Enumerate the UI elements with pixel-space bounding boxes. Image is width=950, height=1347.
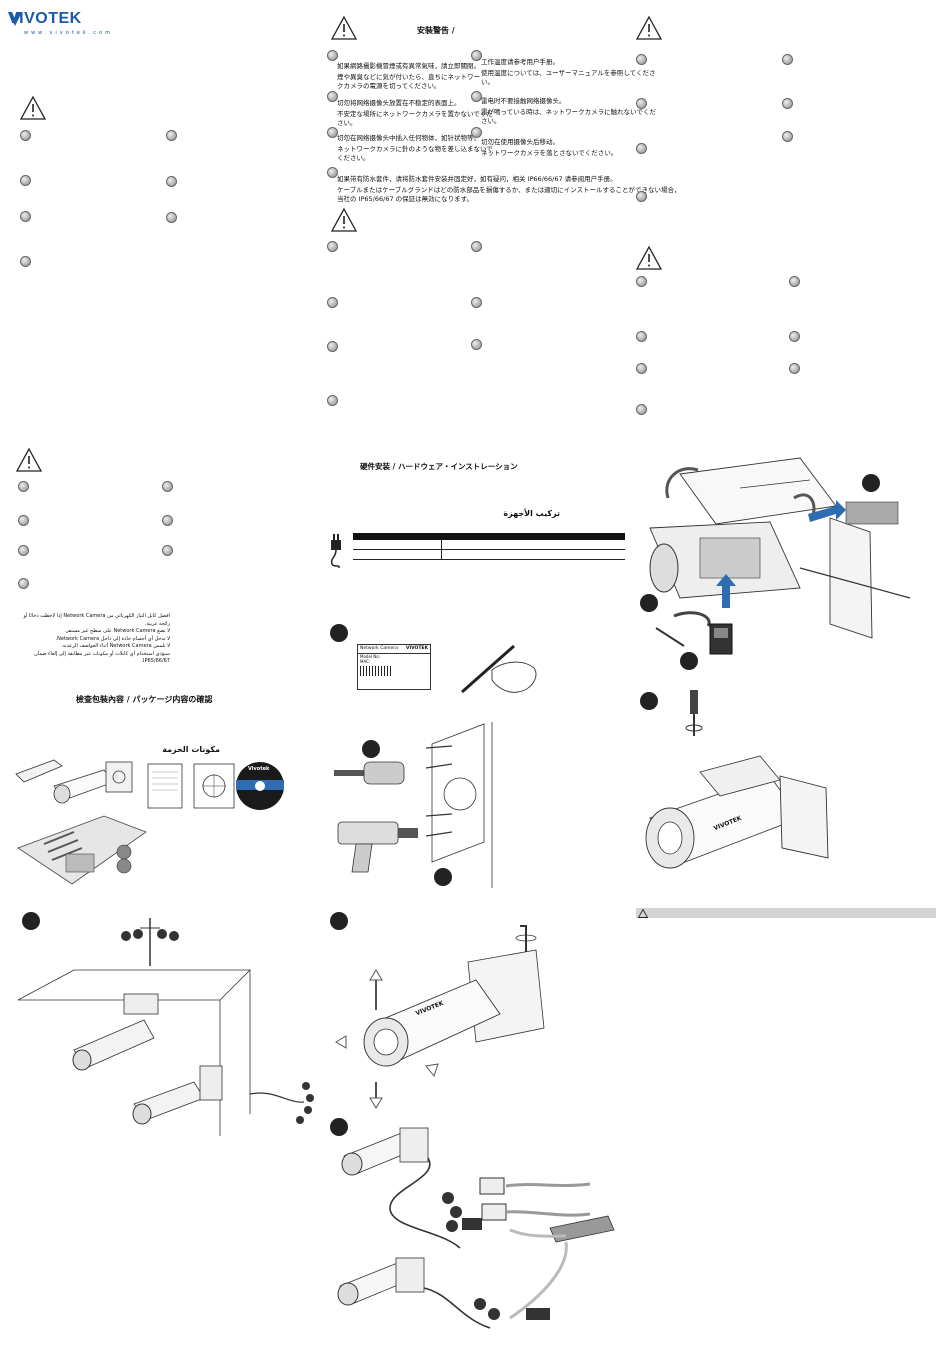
bullet-icon xyxy=(327,167,338,178)
bullet-icon xyxy=(18,515,29,526)
bullet-icon xyxy=(471,297,482,308)
bullet-icon xyxy=(162,481,173,492)
package-contents-illustration xyxy=(15,759,284,885)
bullet-icon xyxy=(636,276,647,287)
arabic-note: لا تلمس Network Camera أثناء العواصف الر… xyxy=(60,643,170,649)
safety-item: 切勿将网络摄像头放置在不稳定的表面上。 不安定な場所にネットワークカメラを置かな… xyxy=(337,99,493,127)
bullet-icon xyxy=(18,481,29,492)
bullet-icon xyxy=(471,339,482,350)
drill-illustration xyxy=(334,722,493,888)
bullet-icon xyxy=(20,175,31,186)
bullet-icon xyxy=(20,130,31,141)
step-number xyxy=(330,912,348,930)
step-number xyxy=(434,868,452,886)
safety-item: 如果網路攝影機冒煙或有異常氣味，請立即關閉。 煙や異臭などに気が付いたら、直ちに… xyxy=(337,62,480,90)
safety-item: 雷电时不要接触网络摄像头。 雷が鳴っている時は、ネットワークカメラに触れないでく… xyxy=(481,97,656,125)
bullet-icon xyxy=(327,395,338,406)
sd-card-illustration xyxy=(655,611,733,655)
bullet-icon xyxy=(162,515,173,526)
step-number xyxy=(330,1118,348,1136)
safety-item: 工作温度请参考用户手册。 使用温度については、ユーザーマニュアルを参照してくださ… xyxy=(481,58,656,86)
warning-icon xyxy=(635,245,663,270)
warning-icon xyxy=(330,15,358,40)
bullet-icon xyxy=(20,256,31,267)
bullet-icon xyxy=(327,341,338,352)
step-number xyxy=(362,740,380,758)
arabic-notes: افصل كابل التيار الكهربائي من Network Ca… xyxy=(20,613,170,666)
brand-name: VIVOTEK xyxy=(8,10,82,27)
bullet-icon xyxy=(782,54,793,65)
arabic-note: لا تضع Network Camera على سطح غير مستقر. xyxy=(64,628,170,634)
warning-icon xyxy=(635,15,663,40)
close-housing-illustration xyxy=(645,690,829,869)
bullet-icon xyxy=(636,54,647,65)
bullet-icon xyxy=(636,404,647,415)
table-row xyxy=(353,540,625,550)
bullet-icon xyxy=(789,363,800,374)
bullet-icon xyxy=(327,297,338,308)
product-label: Network Camera VIVOTEK Model No: MAC: xyxy=(357,644,431,690)
power-plug-icon xyxy=(330,534,341,569)
bullet-icon xyxy=(327,91,338,102)
pen-hand-illustration xyxy=(461,644,537,694)
power-spec-table xyxy=(353,533,625,560)
bullet-icon xyxy=(782,98,793,109)
table-header xyxy=(353,533,625,540)
arabic-note: لا تدخل أي أجسام حادة إلى داخل Network C… xyxy=(55,635,170,642)
warning-icon xyxy=(19,95,47,120)
bullet-icon xyxy=(636,191,647,202)
warning-icon xyxy=(330,207,358,232)
safety-item-wide: 如果带有防水套件，请将防水套件安装并固定好，如有疑问，相关 IP66/66/67… xyxy=(337,175,681,203)
arabic-note: سيؤدي استخدام أي كابلات أو مكونات غير مط… xyxy=(34,650,170,665)
bullet-icon xyxy=(636,331,647,342)
warning-icon xyxy=(637,908,649,918)
bullet-icon xyxy=(471,127,482,138)
bullet-icon xyxy=(20,211,31,222)
warning-icon xyxy=(15,447,43,472)
bullet-icon xyxy=(782,131,793,142)
cd-label: Vivotek xyxy=(248,766,270,772)
wall-mount-illustration xyxy=(17,918,314,1136)
step-number xyxy=(330,624,348,642)
label-header: Network Camera VIVOTEK xyxy=(358,645,430,654)
arabic-note: افصل كابل التيار الكهربائي من Network Ca… xyxy=(23,613,170,627)
bullet-icon xyxy=(166,176,177,187)
bullet-icon xyxy=(327,50,338,61)
bullet-icon xyxy=(471,50,482,61)
logo-mark-icon xyxy=(8,12,22,26)
step-number xyxy=(22,912,40,930)
caution-bar xyxy=(636,908,936,918)
bullet-icon xyxy=(166,212,177,223)
bullet-icon xyxy=(18,578,29,589)
step-number xyxy=(640,594,658,612)
package-title-arabic: مكونات الحزمة xyxy=(162,745,220,754)
adjust-camera-illustration xyxy=(335,925,545,1109)
open-housing-illustration xyxy=(649,457,911,639)
step-number xyxy=(640,692,658,710)
step-number xyxy=(680,652,698,670)
bullet-icon xyxy=(162,545,173,556)
hw-install-title: 硬件安装 / ハードウェア・インストレーション xyxy=(360,462,518,471)
bullet-icon xyxy=(636,98,647,109)
label-barcode xyxy=(360,666,392,676)
bullet-icon xyxy=(636,143,647,154)
bullet-icon xyxy=(18,545,29,556)
bullet-icon xyxy=(327,241,338,252)
safety-item: 切勿在使用摄像头后移动。 ネットワークカメラを落とさないでください。 xyxy=(481,138,618,157)
safety-item: 切勿在网络摄像头中插入任何物体，如针状物等。 ネットワークカメラに針のような物を… xyxy=(337,134,493,162)
safety-title: 安裝警告 / xyxy=(417,26,455,35)
bullet-icon xyxy=(636,363,647,374)
bullet-icon xyxy=(327,127,338,138)
bullet-icon xyxy=(471,91,482,102)
package-title: 檢查包裝內容 / パッケージ内容の確認 xyxy=(76,695,213,704)
bullet-icon xyxy=(789,276,800,287)
step-number xyxy=(862,474,880,492)
hw-install-title-arabic: تركيب الأجهزة xyxy=(503,509,560,518)
bullet-icon xyxy=(789,331,800,342)
cabling-illustration xyxy=(337,1127,615,1329)
brand-tagline: www.vivotek.com xyxy=(24,30,113,36)
table-row xyxy=(353,550,625,560)
bullet-icon xyxy=(166,130,177,141)
bullet-icon xyxy=(471,241,482,252)
